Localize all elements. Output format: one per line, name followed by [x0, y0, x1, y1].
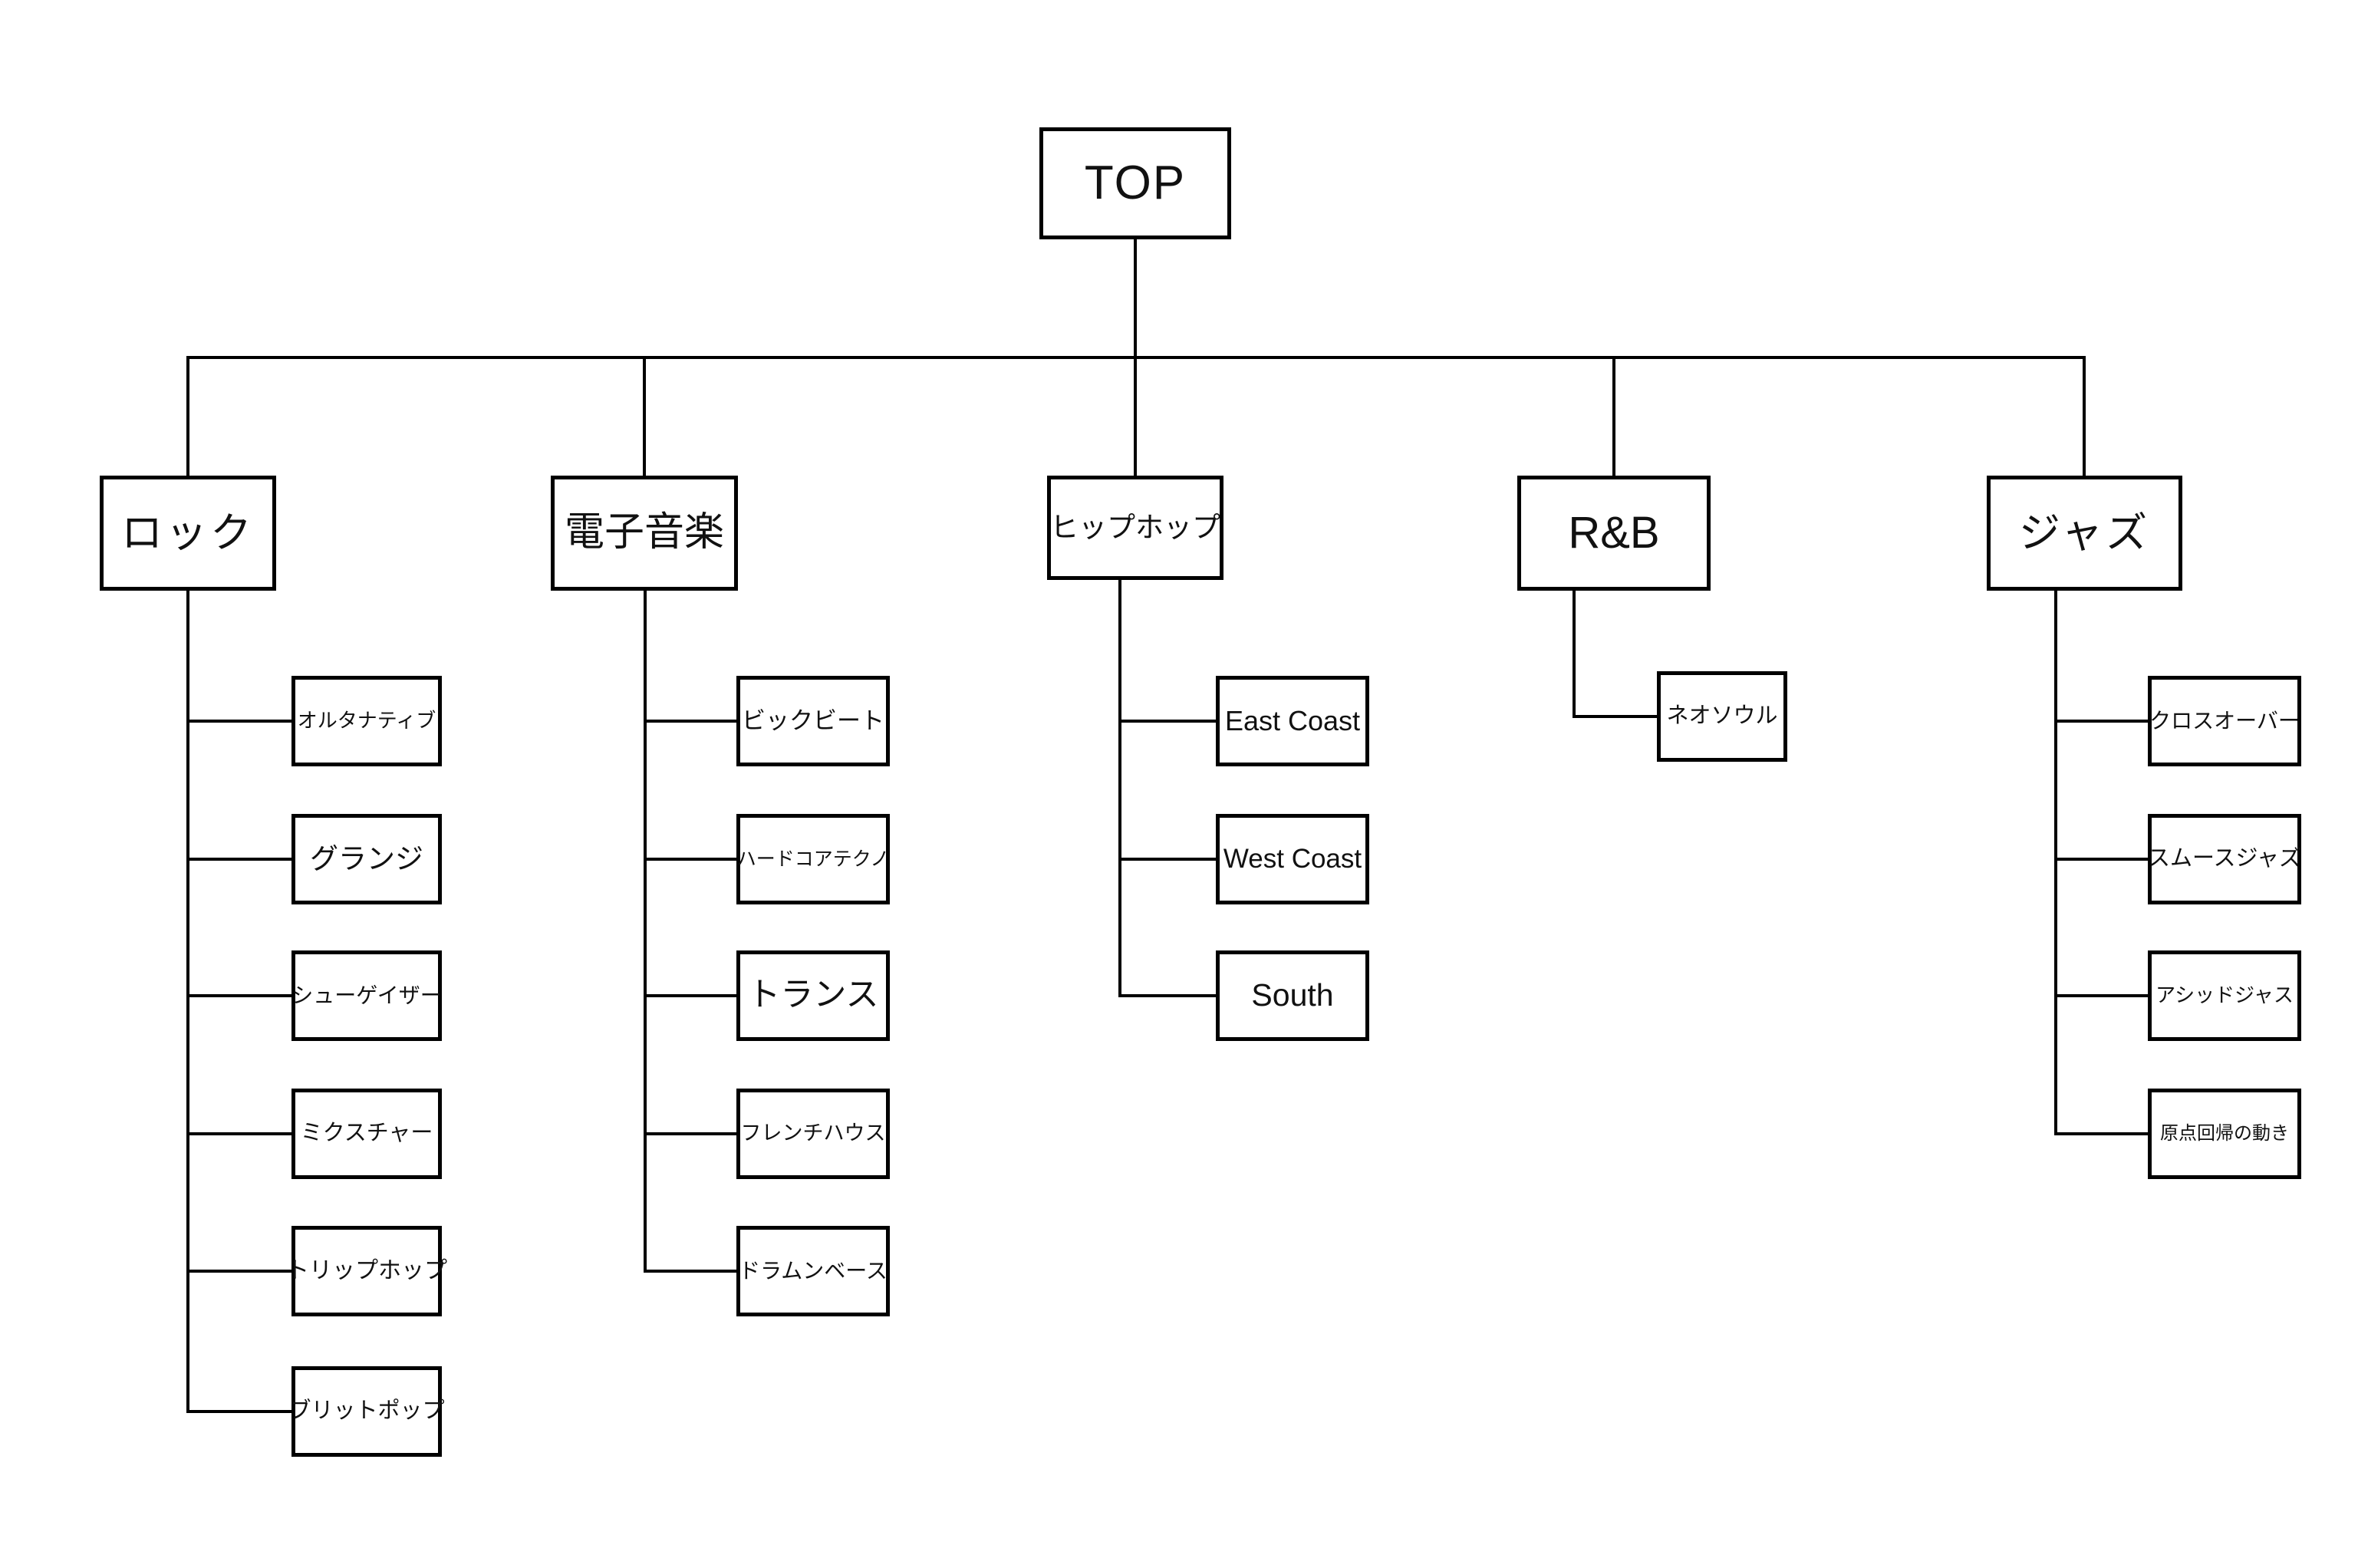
node-east-coast-label: East Coast — [1224, 705, 1361, 737]
node-acid-jazz: アシッドジャス — [2148, 950, 2301, 1041]
node-crossover-label: クロスオーバー — [2149, 708, 2300, 733]
node-rnb-label: R&B — [1568, 507, 1660, 558]
node-shoegazer: シューゲイザー — [291, 950, 442, 1041]
node-hip-hop: ヒップホップ — [1047, 476, 1223, 580]
node-return-to-roots-label: 原点回帰の動き — [2160, 1123, 2289, 1145]
node-french-house: フレンチハウス — [736, 1089, 890, 1179]
node-jazz: ジャズ — [1987, 476, 2182, 591]
node-acid-jazz-label: アシッドジャス — [2155, 983, 2294, 1007]
connector-rock-branch — [186, 589, 293, 1413]
node-jazz-label: ジャズ — [2018, 509, 2151, 556]
node-drum-n-bass: ドラムンベース — [736, 1226, 890, 1316]
node-hip-hop-label: ヒップホップ — [1050, 511, 1220, 543]
node-rnb: R&B — [1517, 476, 1711, 591]
node-crossover: クロスオーバー — [2148, 676, 2301, 766]
node-rock: ロック — [100, 476, 276, 591]
node-south: South — [1216, 950, 1369, 1041]
node-neo-soul-label: ネオソウル — [1666, 703, 1778, 729]
node-grunge: グランジ — [291, 814, 442, 904]
node-rock-label: ロック — [121, 509, 255, 556]
node-west-coast: West Coast — [1216, 814, 1369, 904]
node-trip-hop: トリップホップ — [286, 1226, 447, 1316]
node-trip-hop-label: トリップホップ — [286, 1257, 447, 1283]
node-french-house-label: フレンチハウス — [740, 1122, 886, 1145]
node-west-coast-label: West Coast — [1223, 843, 1362, 874]
node-alternative: オルタナティブ — [291, 676, 442, 766]
node-big-beat-label: ビックビート — [742, 707, 884, 735]
node-grunge-label: グランジ — [310, 842, 423, 875]
connector-jazz-branch — [2054, 589, 2149, 1135]
node-shoegazer-label: シューゲイザー — [291, 983, 442, 1007]
node-trance-label: トランス — [747, 977, 879, 1014]
connector-branch-drops — [186, 356, 2086, 477]
connector-hiphop-branch — [1118, 578, 1217, 997]
node-neo-soul: ネオソウル — [1657, 671, 1787, 762]
node-big-beat: ビックビート — [736, 676, 890, 766]
node-electronic-music-label: 電子音楽 — [564, 510, 724, 555]
node-mixture: ミクスチャー — [291, 1089, 442, 1179]
node-brit-pop: ブリットポップ — [288, 1366, 445, 1457]
node-return-to-roots: 原点回帰の動き — [2148, 1089, 2301, 1179]
node-top-label: TOP — [1084, 156, 1187, 210]
node-trance: トランス — [736, 950, 890, 1041]
node-smooth-jazz: スムースジャズ — [2148, 814, 2301, 904]
node-south-label: South — [1251, 977, 1334, 1013]
node-hardcore-techno: ハードコアテクノ — [736, 814, 890, 904]
node-smooth-jazz-label: スムースジャズ — [2147, 846, 2302, 871]
node-top: TOP — [1039, 127, 1231, 239]
node-alternative-label: オルタナティブ — [297, 709, 436, 733]
node-hardcore-techno-label: ハードコアテクノ — [736, 848, 890, 870]
node-mixture-label: ミクスチャー — [300, 1121, 433, 1146]
node-east-coast: East Coast — [1216, 676, 1369, 766]
connector-rnb-branch — [1573, 589, 1658, 718]
node-drum-n-bass-label: ドラムンベース — [739, 1258, 888, 1283]
node-brit-pop-label: ブリットポップ — [288, 1398, 445, 1424]
connector-electronic-branch — [644, 589, 738, 1273]
node-electronic-music: 電子音楽 — [551, 476, 738, 591]
